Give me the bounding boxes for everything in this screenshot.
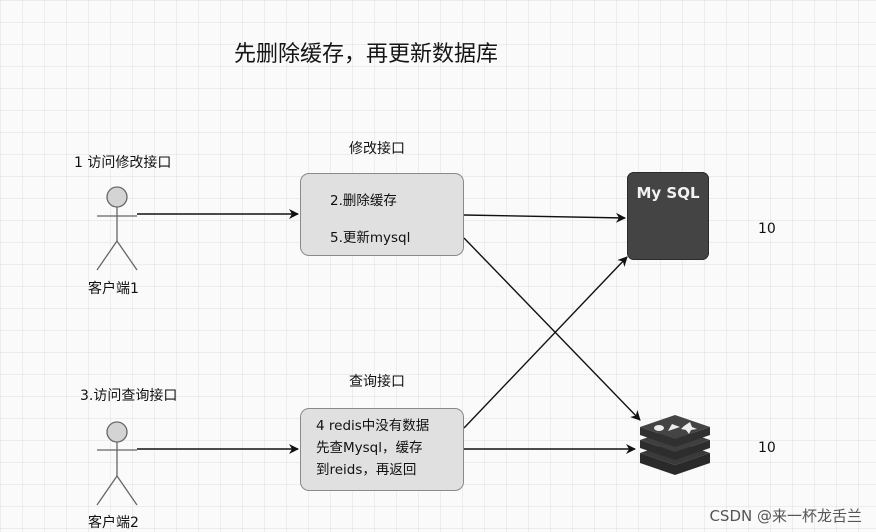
client1-action-label: 1 访问修改接口 xyxy=(74,155,172,171)
watermark: CSDN @来一杯龙舌兰 xyxy=(709,507,862,525)
mysql-label: My SQL xyxy=(636,184,700,202)
client2-actor-icon xyxy=(96,421,138,506)
client1-name: 客户端1 xyxy=(88,281,139,297)
query-line-2: 先查Mysql，缓存 xyxy=(316,440,423,456)
client2-action-label: 3.访问查询接口 xyxy=(80,388,178,404)
redis-value: 10 xyxy=(758,440,776,456)
query-api-title: 查询接口 xyxy=(349,374,405,390)
arrow-update-to-mysql xyxy=(463,212,626,223)
update-api-box: 2.删除缓存 5.更新mysql xyxy=(300,173,464,256)
redis-icon xyxy=(640,415,710,475)
mysql-value: 10 xyxy=(758,221,776,237)
client1-actor-icon xyxy=(96,186,138,271)
client2-name: 客户端2 xyxy=(88,515,139,531)
mysql-database-icon: My SQL xyxy=(627,172,709,260)
update-step-update-mysql: 5.更新mysql xyxy=(330,230,411,246)
arrow-update-to-redis xyxy=(463,237,641,421)
update-api-title: 修改接口 xyxy=(349,141,405,157)
query-line-3: 到reids，再返回 xyxy=(316,462,417,478)
arrow-query-to-mysql xyxy=(463,256,628,429)
update-step-delete-cache: 2.删除缓存 xyxy=(330,193,397,209)
query-api-box: 4 redis中没有数据 先查Mysql，缓存 到reids，再返回 xyxy=(300,408,464,491)
page-title: 先删除缓存，再更新数据库 xyxy=(234,42,499,67)
query-line-1: 4 redis中没有数据 xyxy=(316,418,430,434)
